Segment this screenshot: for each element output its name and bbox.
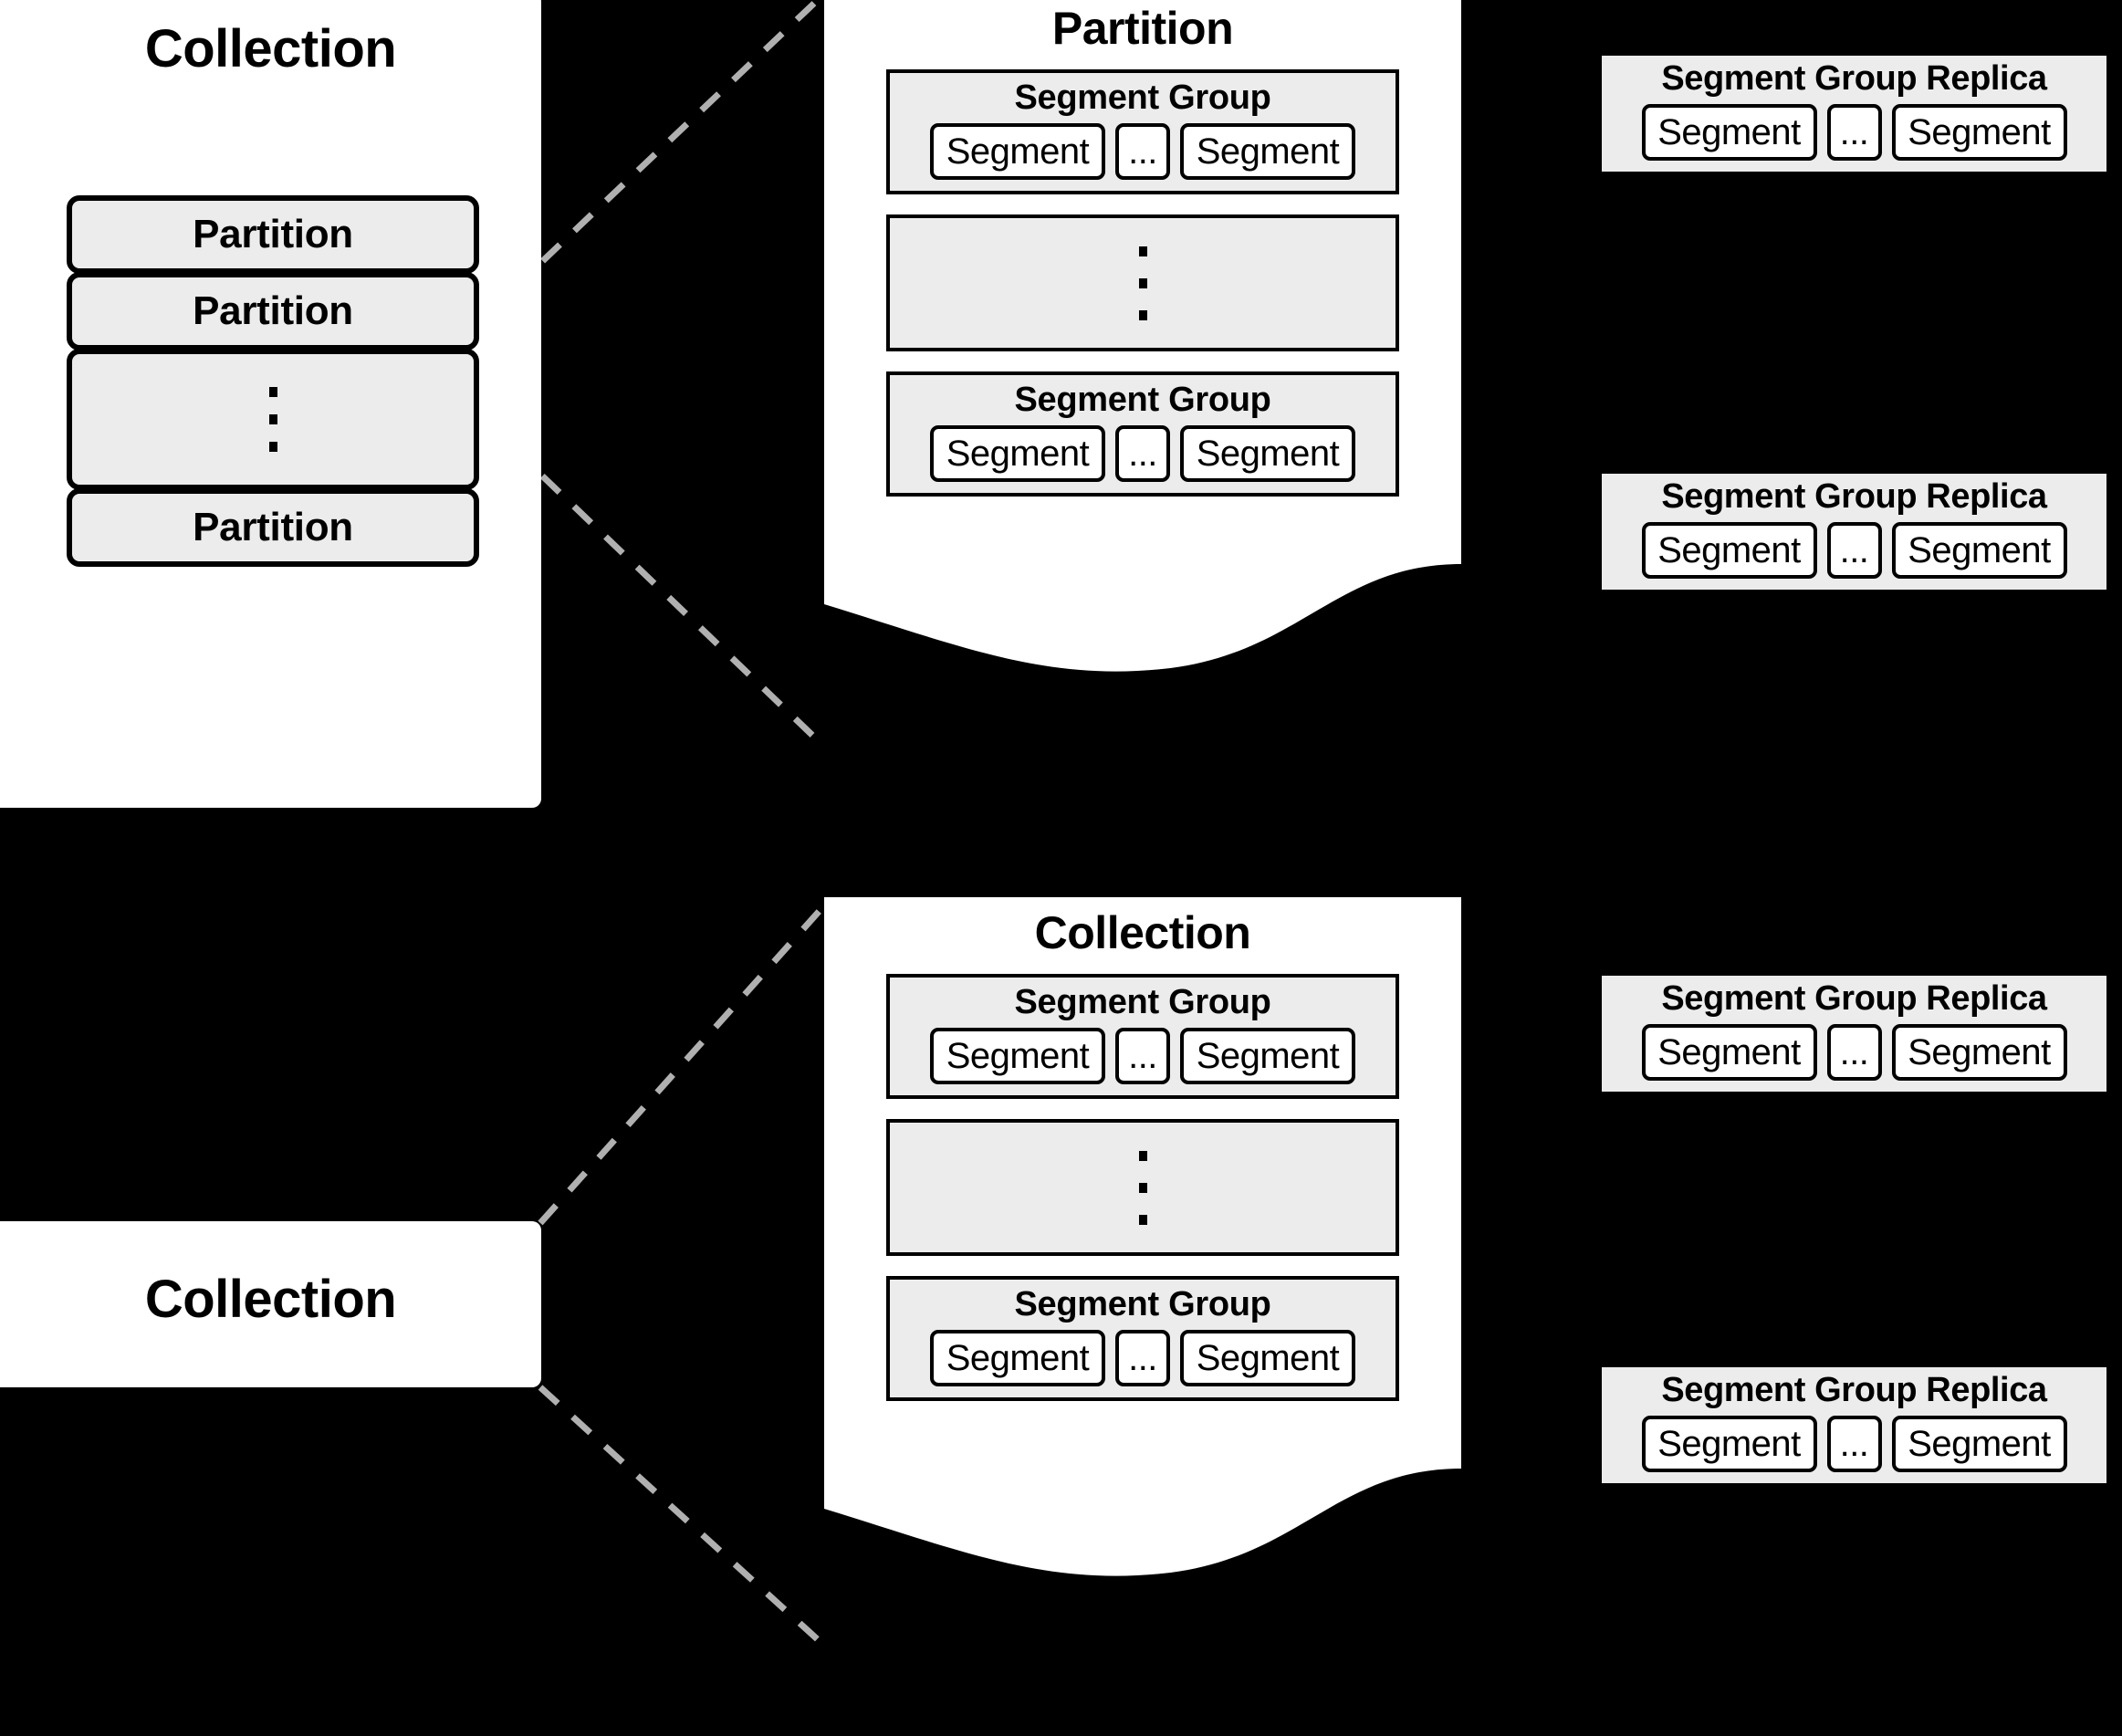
segment-group-title: Segment Group — [1014, 381, 1271, 419]
partition-detail-panel: Partition Segment Group Segment ... Segm… — [824, 0, 1461, 672]
vertical-dot-icon — [1138, 1214, 1147, 1225]
segment-group-replica-title: Segment Group Replica — [1661, 1371, 2047, 1409]
segment-box[interactable]: Segment — [930, 123, 1105, 180]
partition-label: Partition — [193, 212, 353, 256]
collection-bottom-title: Collection — [144, 1270, 397, 1329]
segment-box[interactable]: Segment — [1641, 1416, 1817, 1472]
segment-group-ellipsis — [886, 214, 1399, 351]
segment-box[interactable]: Segment — [1891, 1024, 2067, 1081]
segment-box[interactable]: Segment — [1641, 522, 1817, 579]
segment-box[interactable]: Segment — [930, 1028, 1105, 1084]
segment-row: Segment ... Segment — [890, 1028, 1396, 1084]
segment-box[interactable]: Segment — [1891, 522, 2067, 579]
segment-group-replica[interactable]: Segment Group Replica Segment ... Segmen… — [1602, 976, 2106, 1092]
connector-collection-to-detail-bottom — [538, 1385, 824, 1646]
segment-box[interactable]: Segment — [1180, 1330, 1355, 1386]
vertical-dot-icon — [268, 414, 277, 424]
segment-group[interactable]: Segment Group Segment ... Segment — [886, 1276, 1399, 1401]
vertical-dot-icon — [268, 442, 277, 452]
segment-group-title: Segment Group — [1014, 983, 1271, 1021]
torn-wave-edge — [824, 548, 1461, 672]
segment-group[interactable]: Segment Group Segment ... Segment — [886, 371, 1399, 497]
segment-row: Segment ... Segment — [890, 425, 1396, 482]
partition-stack: Partition Partition Partition — [67, 195, 479, 567]
vertical-dot-icon — [1138, 309, 1147, 320]
segment-group-replica-title: Segment Group Replica — [1661, 979, 2047, 1018]
collection-detail-title: Collection — [1034, 907, 1251, 958]
segment-box[interactable]: Segment — [1891, 104, 2067, 161]
partition-ellipsis-item — [67, 349, 479, 490]
vertical-dot-icon — [1138, 246, 1147, 256]
segment-group-replica[interactable]: Segment Group Replica Segment ... Segmen… — [1602, 1367, 2106, 1483]
torn-wave-edge — [824, 1452, 1461, 1576]
collection-top-title: Collection — [144, 19, 397, 78]
segment-group-title: Segment Group — [1014, 78, 1271, 117]
segment-box[interactable]: Segment — [930, 1330, 1105, 1386]
segment-ellipsis-box: ... — [1115, 1330, 1170, 1386]
vertical-dot-icon — [1138, 1150, 1147, 1161]
partition-item[interactable]: Partition — [67, 195, 479, 274]
segment-group-replica[interactable]: Segment Group Replica Segment ... Segmen… — [1602, 56, 2106, 172]
collection-detail-panel: Collection Segment Group Segment ... Seg… — [824, 897, 1461, 1576]
segment-ellipsis-box: ... — [1826, 104, 1882, 161]
segment-group[interactable]: Segment Group Segment ... Segment — [886, 974, 1399, 1099]
segment-row: Segment ... Segment — [890, 123, 1396, 180]
segment-box[interactable]: Segment — [930, 425, 1105, 482]
partition-label: Partition — [193, 288, 353, 333]
segment-box[interactable]: Segment — [1180, 425, 1355, 482]
segment-group[interactable]: Segment Group Segment ... Segment — [886, 69, 1399, 194]
segment-row: Segment ... Segment — [890, 1330, 1396, 1386]
segment-box[interactable]: Segment — [1180, 1028, 1355, 1084]
segment-group-ellipsis — [886, 1119, 1399, 1256]
segment-group-title: Segment Group — [1014, 1285, 1271, 1323]
connector-collection-to-detail-top — [538, 901, 829, 1226]
segment-group-replica-title: Segment Group Replica — [1661, 477, 2047, 516]
segment-group-replica[interactable]: Segment Group Replica Segment ... Segmen… — [1602, 474, 2106, 590]
segment-box[interactable]: Segment — [1641, 1024, 1817, 1081]
segment-row: Segment ... Segment — [1602, 1024, 2106, 1081]
vertical-dot-icon — [268, 387, 277, 397]
segment-row: Segment ... Segment — [1602, 522, 2106, 579]
vertical-dot-icon — [1138, 277, 1147, 288]
collection-panel-top: Collection Partition Partition Partition — [0, 0, 541, 808]
segment-group-replica-title: Segment Group Replica — [1661, 59, 2047, 98]
segment-group-stack: Segment Group Segment ... Segment Segmen… — [886, 974, 1399, 1421]
segment-ellipsis-box: ... — [1826, 522, 1882, 579]
collection-label-box[interactable]: Collection — [0, 1221, 541, 1387]
segment-box[interactable]: Segment — [1641, 104, 1817, 161]
partition-item[interactable]: Partition — [67, 488, 479, 567]
vertical-dot-icon — [1138, 1182, 1147, 1193]
segment-group-stack: Segment Group Segment ... Segment Segmen… — [886, 69, 1399, 517]
partition-item[interactable]: Partition — [67, 272, 479, 350]
segment-box[interactable]: Segment — [1891, 1416, 2067, 1472]
segment-ellipsis-box: ... — [1115, 425, 1170, 482]
segment-box[interactable]: Segment — [1180, 123, 1355, 180]
segment-ellipsis-box: ... — [1115, 1028, 1170, 1084]
segment-ellipsis-box: ... — [1826, 1416, 1882, 1472]
segment-row: Segment ... Segment — [1602, 1416, 2106, 1472]
segment-ellipsis-box: ... — [1115, 123, 1170, 180]
segment-row: Segment ... Segment — [1602, 104, 2106, 161]
segment-ellipsis-box: ... — [1826, 1024, 1882, 1081]
partition-label: Partition — [193, 505, 353, 549]
partition-detail-title: Partition — [1051, 3, 1234, 54]
